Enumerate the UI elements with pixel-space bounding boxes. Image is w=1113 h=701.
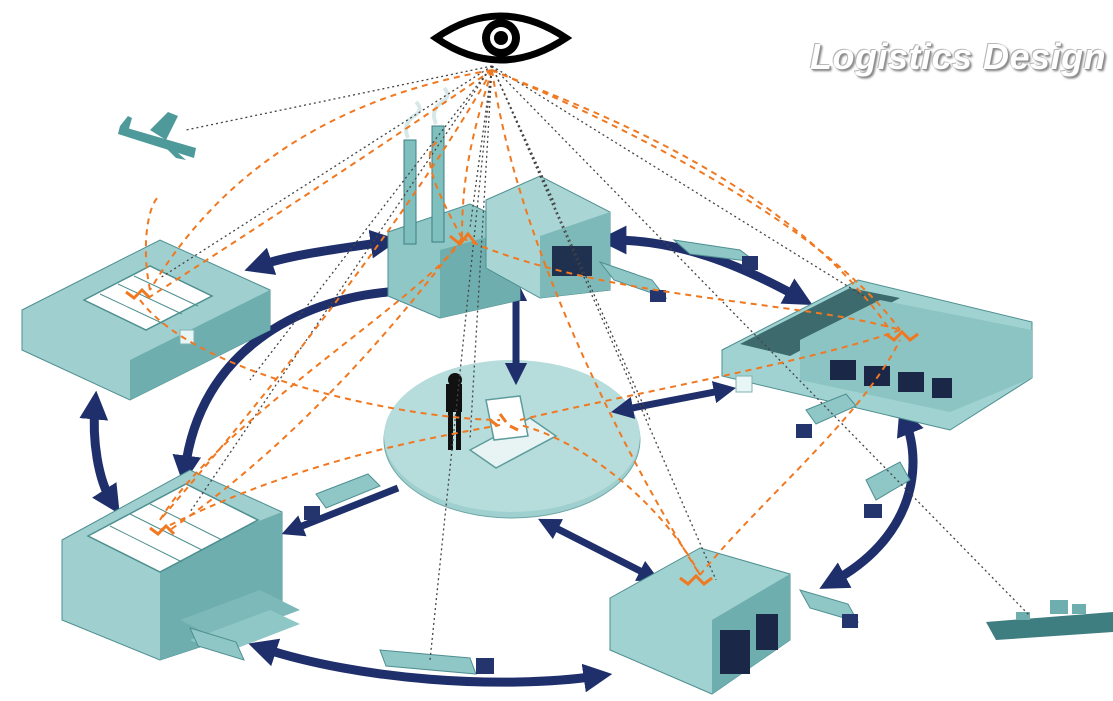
truck-icon (798, 589, 860, 628)
ring-arc-bottom (248, 638, 613, 693)
ring-arc-top-left (244, 229, 400, 275)
ring-arc-right-side (819, 406, 924, 589)
truck-icon (864, 461, 911, 518)
planner-hub (383, 360, 641, 519)
control-lines (159, 65, 1031, 661)
arrow-hub-left (281, 484, 400, 537)
ring-arc-left-side (79, 390, 120, 515)
distribution-center-icon (721, 279, 1033, 431)
truck-icon (796, 393, 857, 438)
activity-marks (125, 231, 919, 586)
truck-icon (304, 473, 381, 520)
arrow-hub-right (611, 381, 736, 419)
truck-icon (189, 627, 245, 661)
truck-icon (672, 239, 758, 270)
depot-icon (609, 547, 791, 695)
truck-icon (379, 649, 494, 675)
plant-icon (61, 469, 300, 661)
truck-icon (598, 260, 668, 302)
arrow-hub-bottomright (538, 518, 660, 582)
factory-icon (387, 86, 611, 319)
trucks (189, 239, 911, 675)
planner-icon (446, 373, 558, 469)
radial-arrows (281, 278, 736, 582)
ring-arc-left (172, 287, 389, 485)
info-flows (139, 69, 901, 576)
airplane-icon (118, 112, 196, 160)
eye-icon (429, 12, 573, 64)
ship-icon (986, 600, 1113, 640)
diagram-title: Logistics Design (810, 36, 1107, 77)
